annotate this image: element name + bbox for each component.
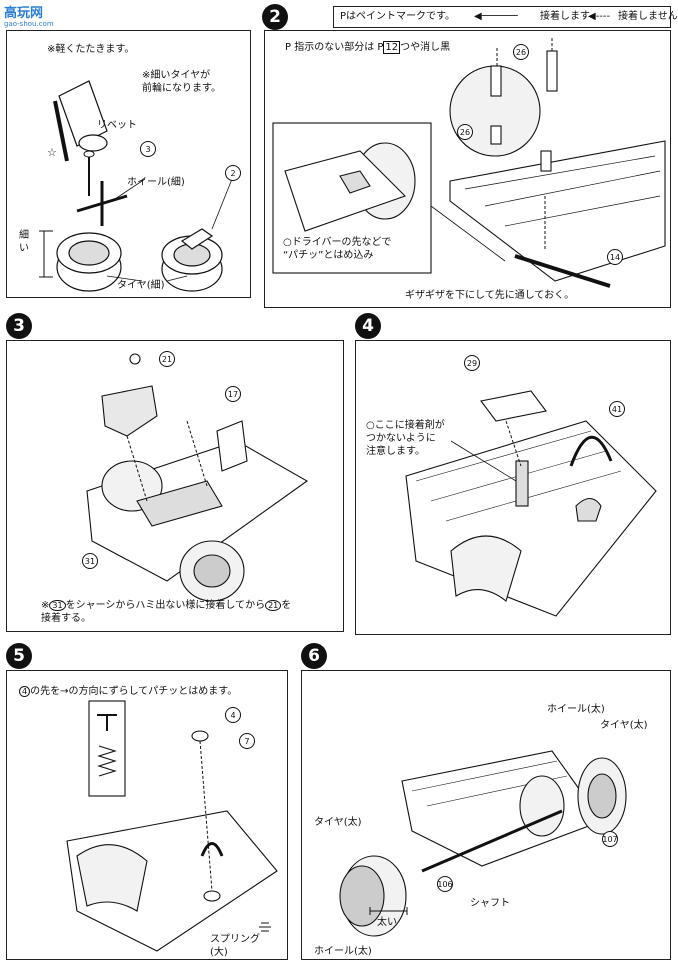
step6-part-callout: 106 [437,876,453,892]
step2-part-callout: 14 [607,249,623,265]
step6-panel: ホイール(太) タイヤ(太) 107 タイヤ(太) 106 太い シャフト ホイ… [301,670,671,960]
step3-part-callout: 21 [159,351,175,367]
step4-note: ○ここに接着剤が つかないように 注意します。 [366,420,445,457]
step1-part-callout: 2 [225,165,241,181]
step4-part-callout: 29 [464,355,480,371]
watermark-url: gao-shou.com [4,20,54,28]
step6-part-callout: 107 [602,831,618,847]
step3-number: 3 [6,313,32,339]
step1-drawing: ☆ [39,80,233,292]
step1-panel: ☆ ※軽くたたきます。 ※細いタイヤが 前輪になります。 リベット 3 2 ホイ… [6,30,251,298]
step1-thin-tire-note: ※細いタイヤが 前輪になります。 [142,70,221,94]
svg-text:☆: ☆ [47,146,57,159]
step6-number: 6 [301,643,327,669]
step2-part-callout: 26 [457,124,473,140]
legend-noglue: 接着しません [618,11,678,22]
step1-hammer-note: ※軽くたたきます。 [47,44,135,55]
watermark-logo: 高玩网 [4,6,44,21]
step4-drawing [405,390,657,617]
step2-bottom-note: ギザギザを下にして先に通しておく。 [405,290,575,301]
step1-rivet-label: リベット [97,120,137,131]
step1-tire-label: タイヤ(細) [117,280,165,291]
legend-paint-mark: Pはペイントマークです。 [340,11,456,22]
step5-part-callout: 4 [225,707,241,723]
step2-part-callout: 26 [513,44,529,60]
step4-part-callout: 41 [609,401,625,417]
step5-number: 5 [6,643,32,669]
step1-wheel-label: ホイール(細) [127,177,185,188]
step2-legend: Pはペイントマークです。 ◀────── 接着します ◀‐‐‐‐ 接着しません [333,6,678,28]
step1-part-callout: 3 [140,141,156,157]
note-part-ref: 21 [265,600,282,611]
legend-arrow-noglue: ◀‐‐‐‐ [588,11,611,22]
step6-tire-left-label: タイヤ(太) [314,817,362,828]
note-part-ref: 31 [49,600,66,611]
legend-arrow-glue: ◀────── [474,11,518,22]
step3-part-callout: 17 [225,386,241,402]
step6-wheel-bottom-label: ホイール(太) [314,946,372,957]
step6-thick-dimension-label: 太い [377,917,397,928]
step6-tire-top-label: タイヤ(太) [600,720,648,731]
step5-drawing [66,700,278,952]
step4-panel: 29 41 ○ここに接着剤が つかないように 注意します。 [355,340,671,635]
step6-wheel-top-label: ホイール(太) [547,704,605,715]
step6-drawing [339,750,627,937]
step2-drawing [272,36,666,288]
step2-driver-note: ○ドライバーの先などで “パチッ”とはめ込み [283,237,392,261]
step5-spring-label: スプリング (大) [210,934,260,958]
legend-glue: 接着します [540,11,590,22]
step2-number: 2 [262,4,288,30]
step5-part-callout: 7 [239,733,255,749]
step6-shaft-label: シャフト [470,898,510,909]
note-part-ref: 4 [19,686,31,697]
step3-part-callout: 31 [82,553,98,569]
paint-code: 12 [383,41,401,54]
step4-number: 4 [355,313,381,339]
step1-thin-dimension-label: 細 い [19,230,29,254]
step3-drawing [86,353,309,602]
